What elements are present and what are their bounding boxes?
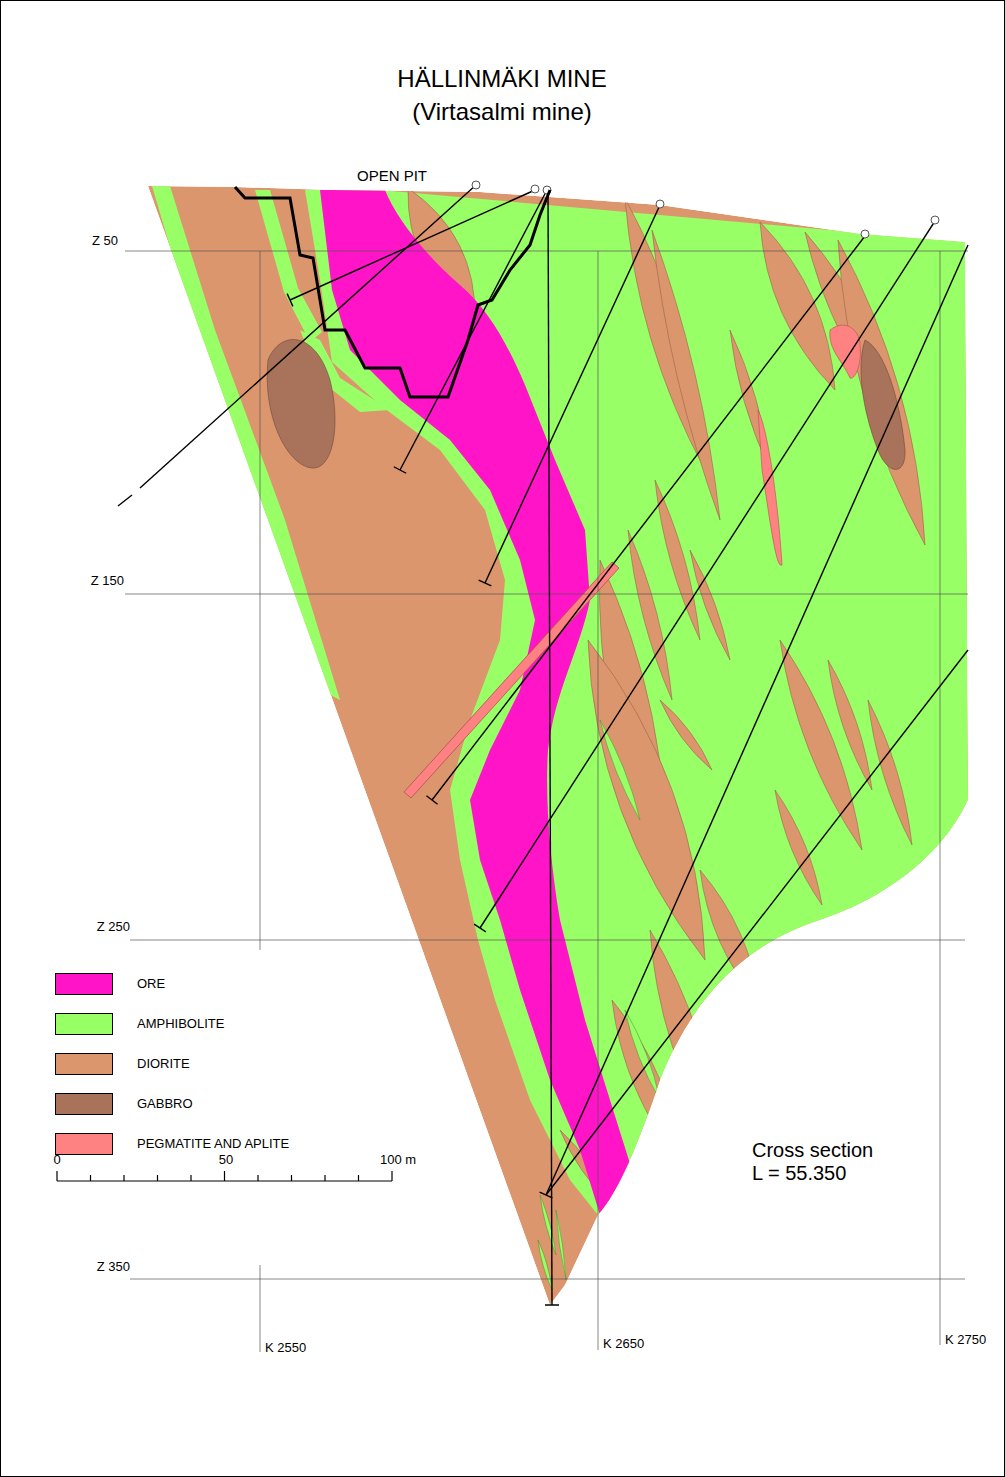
diorite-lens xyxy=(652,230,720,520)
diorite-lens xyxy=(760,222,835,390)
level-label: Z 350 xyxy=(97,1260,130,1275)
drill-hole xyxy=(140,185,476,488)
title: HÄLLINMÄKI MINE xyxy=(397,65,606,93)
hole-end xyxy=(426,796,437,805)
hole-end xyxy=(479,580,492,586)
hole-end xyxy=(394,467,406,474)
amphibolite-band xyxy=(255,190,322,342)
pit-label: OPEN PIT xyxy=(357,167,427,184)
legend-swatch xyxy=(55,1053,113,1075)
coordinate-label: K 2650 xyxy=(603,1337,644,1352)
scale-tick xyxy=(190,1175,191,1181)
legend-swatch xyxy=(55,1093,113,1115)
diorite-lens xyxy=(690,550,730,660)
scale-tick xyxy=(257,1175,258,1181)
scale-tick xyxy=(324,1175,325,1181)
scale-tick xyxy=(123,1175,124,1181)
legend-label: ORE xyxy=(137,977,165,992)
hole-end xyxy=(474,924,486,932)
section-note: Cross section L = 55.350 xyxy=(752,1139,882,1185)
diorite-lens xyxy=(660,700,712,770)
hole-collar xyxy=(861,230,869,238)
hole-collar xyxy=(472,181,480,189)
scale-tick xyxy=(90,1175,91,1181)
hole-end xyxy=(287,294,293,307)
amphibolite-band xyxy=(152,186,340,700)
ore-body xyxy=(320,190,632,1215)
legend-swatch xyxy=(55,973,113,995)
drill-hole xyxy=(432,236,865,800)
scale-number: 50 xyxy=(219,1153,233,1168)
gabbro-body xyxy=(267,340,335,469)
drill-hole xyxy=(548,191,552,1305)
subtitle: (Virtasalmi mine) xyxy=(412,98,592,126)
hole-collar xyxy=(656,200,664,208)
legend-label: PEGMATITE AND APLITE xyxy=(137,1137,289,1152)
legend-label: GABBRO xyxy=(137,1097,193,1112)
legend-swatch xyxy=(55,1013,113,1035)
pegmatite-body xyxy=(830,325,861,378)
scale-tick xyxy=(358,1175,359,1181)
amphibolite-body xyxy=(305,190,968,1215)
hole-collar xyxy=(931,216,939,224)
drill-hole xyxy=(118,495,132,506)
coordinate-label: K 2550 xyxy=(265,1341,306,1356)
amphibolite-lens xyxy=(600,720,640,820)
diorite-lens xyxy=(650,930,720,1150)
amphibolite-lens xyxy=(556,1210,566,1280)
drill-hole xyxy=(400,190,547,470)
open-pit-outline xyxy=(235,187,550,397)
scale-number: 100 m xyxy=(380,1153,416,1168)
drill-hole xyxy=(485,205,660,583)
legend-swatch xyxy=(55,1133,113,1155)
diorite-lens xyxy=(588,640,705,960)
hole-collar xyxy=(531,185,539,193)
legend-label: DIORITE xyxy=(137,1057,190,1072)
scale-tick xyxy=(391,1171,392,1181)
level-label: Z 150 xyxy=(91,574,124,589)
scale-tick xyxy=(56,1171,57,1181)
hole-end xyxy=(545,1304,559,1305)
drill-hole xyxy=(546,650,968,1195)
legend-label: AMPHIBOLITE xyxy=(137,1017,224,1032)
drill-holes xyxy=(118,181,968,1305)
coordinate-label: K 2750 xyxy=(945,1333,986,1348)
scale-tick xyxy=(157,1175,158,1181)
drill-hole xyxy=(546,245,968,1195)
scale-tick xyxy=(224,1171,225,1181)
amphibolite-lens xyxy=(540,1195,556,1255)
diorite-lens xyxy=(828,660,872,790)
grid-lines xyxy=(125,251,968,1352)
pegmatite-lens xyxy=(758,410,782,565)
gabbro-body xyxy=(861,340,905,469)
level-label: Z 250 xyxy=(97,920,130,935)
level-label: Z 50 xyxy=(92,234,118,249)
scale-tick xyxy=(291,1175,292,1181)
amphibolite-lens xyxy=(538,1240,552,1290)
diorite-lens xyxy=(838,240,925,545)
scale-bar xyxy=(57,1171,392,1181)
diorite-lens xyxy=(868,700,912,845)
